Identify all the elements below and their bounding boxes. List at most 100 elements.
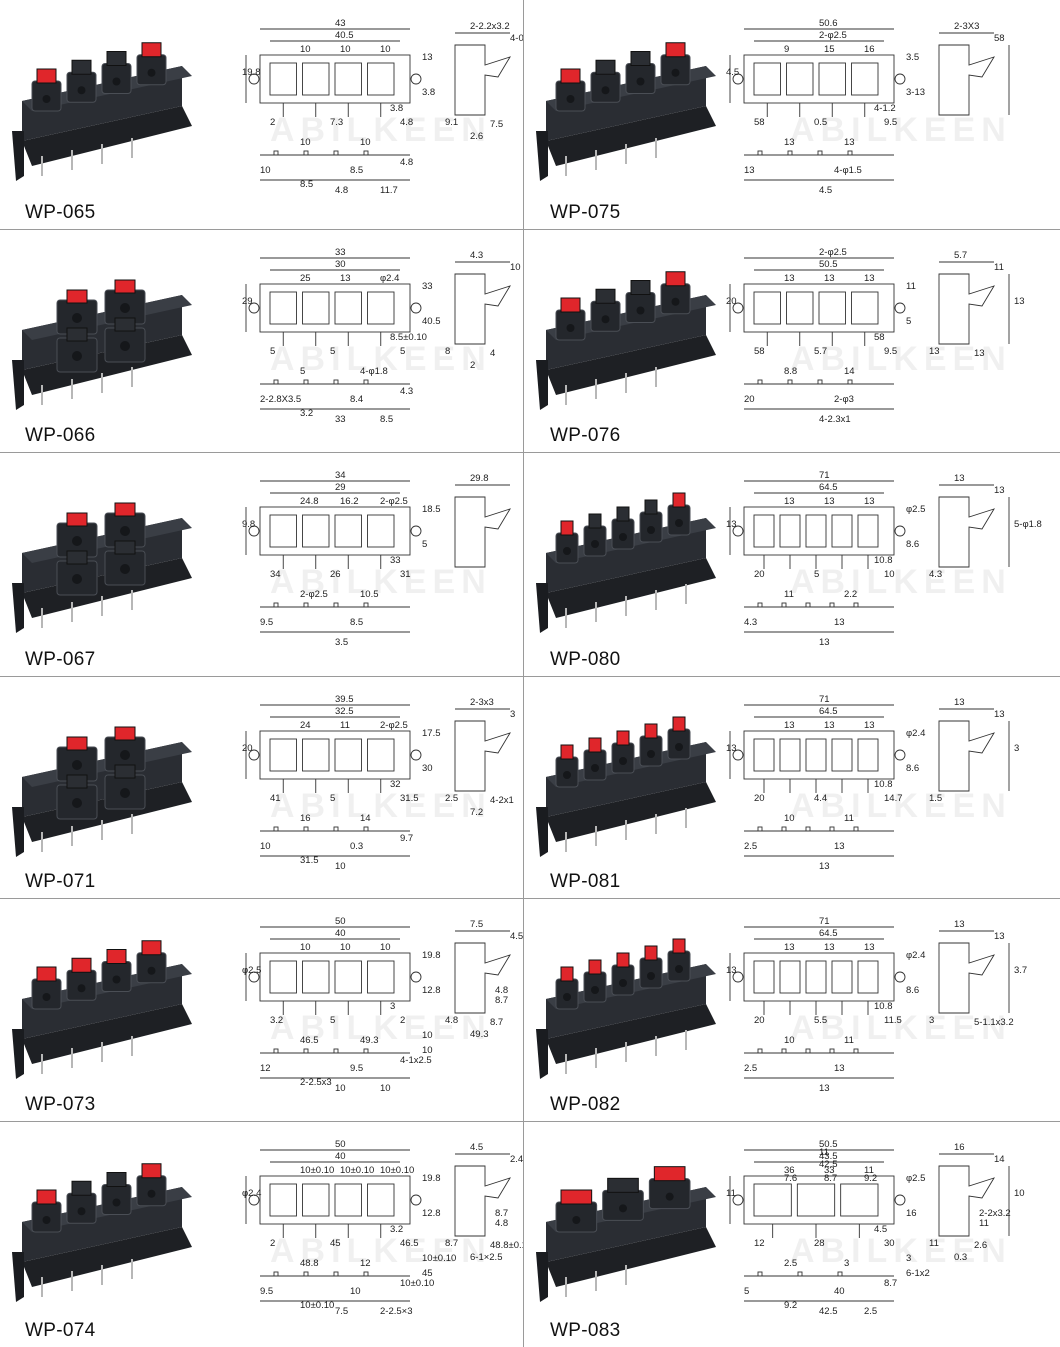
dimension-label: 10: [422, 1045, 433, 1056]
dimension-label: 10: [260, 841, 271, 852]
dimension-label: 8.7: [495, 995, 508, 1006]
dimension-label: 2: [270, 1238, 275, 1249]
dimension-label: 2.6: [974, 1240, 987, 1251]
dimension-label: 42.5: [819, 1159, 838, 1170]
dimension-label: 6-1x2: [906, 1268, 930, 1279]
dimension-label: 7.5: [470, 919, 483, 930]
dimension-label: 7.5: [490, 119, 503, 130]
dimension-label: 2-2.5×3: [380, 1306, 413, 1317]
dimension-label: 2-φ2.5: [380, 720, 408, 731]
product-photo: [536, 271, 716, 410]
dimension-label: 9.5: [350, 1063, 363, 1074]
dimension-label: 45: [330, 1238, 341, 1249]
dimension-label: 1.5: [929, 793, 942, 804]
dimension-label: 7.3: [330, 117, 343, 128]
dimension-label: 9.5: [884, 117, 897, 128]
dimension-label: 16: [300, 813, 311, 824]
dimension-label: 9.5: [260, 617, 273, 628]
dimension-label: 9.5: [884, 346, 897, 357]
dimension-label: 2.5: [445, 793, 458, 804]
dimension-label: 40: [335, 928, 346, 939]
dimension-label: 5: [422, 539, 427, 550]
dimension-label: 16.2: [340, 496, 359, 507]
dimension-label: 13: [1014, 296, 1025, 307]
dimension-label: φ2.4: [906, 950, 925, 961]
dimension-label: 13: [844, 137, 855, 148]
dimension-label: 16: [864, 44, 875, 55]
dimension-label: 14: [844, 366, 855, 377]
dimension-label: 2: [470, 360, 475, 371]
dimension-label: 11: [906, 281, 916, 292]
dimension-label: 8.7: [884, 1278, 897, 1289]
dimension-label: 13: [994, 485, 1005, 496]
dimension-label: 2-2x3.2: [979, 1208, 1011, 1219]
dimension-label: 58: [874, 332, 885, 343]
dimension-label: 4-φ1.5: [834, 165, 862, 176]
dimension-label: 4.5: [470, 1142, 483, 1153]
dimension-label: 41: [270, 793, 281, 804]
dimension-label: 13: [422, 52, 433, 63]
dimension-label: 4.8: [400, 117, 413, 128]
dimension-label: 13: [994, 709, 1005, 720]
product-photo: [12, 279, 192, 410]
dimension-label: 2.5: [744, 841, 757, 852]
dimension-label: 30: [884, 1238, 895, 1249]
dimension-label: 8.5±0.10: [390, 332, 427, 343]
dimension-label: 25: [300, 273, 311, 284]
dimension-label: 10: [884, 569, 895, 580]
dimension-label: 29: [335, 482, 346, 493]
dimension-label: 14: [994, 1154, 1005, 1165]
dimension-label: 24: [300, 720, 311, 731]
dimension-label: 64.5: [819, 482, 838, 493]
dimension-label: 10: [340, 44, 351, 55]
dimension-label: 30: [335, 259, 346, 270]
dimension-label: 48.8: [300, 1258, 319, 1269]
model-label: WP-066: [25, 425, 96, 446]
dimension-label: 4-φ1.8: [360, 366, 388, 377]
dimension-label: 58: [754, 346, 765, 357]
dimension-label: 58: [754, 117, 765, 128]
dimension-label: 32: [390, 779, 401, 790]
dimension-label: 10: [380, 44, 391, 55]
dimension-label: 8.4: [350, 394, 363, 405]
dimension-label: 26: [330, 569, 341, 580]
model-label: WP-073: [25, 1094, 96, 1115]
dimension-label: 2: [270, 117, 275, 128]
dimension-label: 2-3X3: [954, 21, 979, 32]
dimension-label: 46.5: [400, 1238, 419, 1249]
dimension-label: 64.5: [819, 928, 838, 939]
dimension-label: φ2.4: [242, 1188, 261, 1199]
product-photo: [536, 1166, 716, 1302]
dimension-label: φ2.4: [906, 728, 925, 739]
dimension-label: 45: [422, 1268, 433, 1279]
dimension-label: 3: [510, 709, 515, 720]
dimension-label: 40.5: [422, 316, 441, 327]
dimension-label: 10.8: [874, 555, 893, 566]
dimension-label: 13: [864, 273, 875, 284]
dimension-label: 2.5: [744, 1063, 757, 1074]
dimension-label: 16: [906, 1208, 917, 1219]
dimension-label: 9.5: [260, 1286, 273, 1297]
dimension-label: 58: [994, 33, 1005, 44]
dimension-label: 43.5: [819, 1151, 838, 1162]
product-photo: [12, 502, 192, 633]
dimension-label: 4.8: [495, 1218, 508, 1229]
dimension-label: 8.5: [380, 414, 393, 425]
dimension-label: 4.5: [510, 931, 523, 942]
dimension-label: 11: [979, 1218, 989, 1229]
model-label: WP-067: [25, 649, 96, 670]
dimension-label: 42.5: [819, 1306, 838, 1317]
dimension-label: 4-2.3x1: [819, 414, 851, 425]
dimension-label: 7.2: [470, 807, 483, 818]
dimension-label: 19.8: [242, 67, 261, 78]
dimension-label: 3: [906, 1253, 911, 1264]
dimension-label: 8.5: [300, 179, 313, 190]
dimension-label: 34: [335, 470, 346, 481]
row-divider: [0, 898, 1060, 899]
